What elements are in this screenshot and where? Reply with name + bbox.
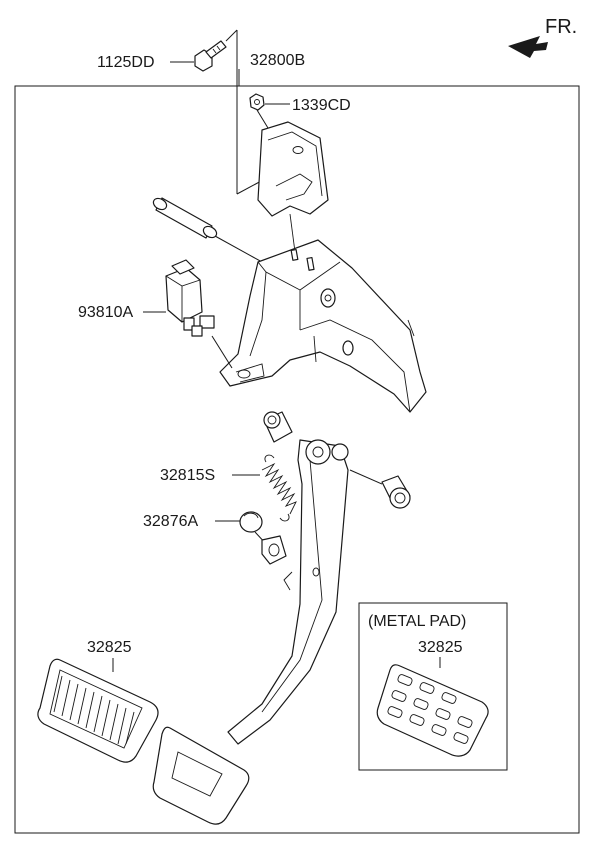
pedal-arm [227, 439, 349, 745]
label-1125dd: 1125DD [97, 54, 155, 71]
front-label: FR. [545, 16, 577, 38]
callout-32876a: 32876A [143, 511, 287, 565]
stopper-holder-icon [261, 535, 287, 565]
label-93810a: 93810A [78, 304, 133, 321]
label-1339cd: 1339CD [292, 97, 351, 114]
callout-1339cd: 1339CD [249, 93, 351, 129]
front-direction-indicator: FR. [508, 16, 577, 58]
bushing-right [349, 469, 411, 509]
stop-lamp-switch-icon [165, 259, 215, 337]
bushing-left [263, 411, 293, 443]
metal-pad-title: (METAL PAD) [368, 613, 466, 630]
stopper-icon [239, 511, 263, 533]
metal-pedal-pad-icon [376, 664, 489, 757]
callout-93810a: 93810A [78, 259, 215, 337]
upper-bracket [257, 121, 329, 253]
metal-pad-frame [358, 602, 508, 771]
callout-32800b: 32800B [238, 52, 305, 86]
rubber-pedal-pad-icon [37, 658, 159, 763]
assembly-frame [14, 85, 580, 834]
return-spring-icon [261, 454, 297, 522]
label-32876a: 32876A [143, 513, 198, 530]
callout-32825: 32825 [37, 639, 159, 763]
pedal-bracket [211, 239, 427, 413]
front-arrow-icon [508, 36, 548, 58]
label-32825-metal: 32825 [418, 639, 463, 656]
pedal-foot-plate [152, 726, 250, 825]
label-32800b: 32800B [250, 52, 305, 69]
label-32815s: 32815S [160, 467, 215, 484]
bolt-icon [194, 40, 227, 72]
metal-pad-box: (METAL PAD) 32825 [358, 602, 508, 771]
label-32825: 32825 [87, 639, 132, 656]
callout-32815s: 32815S [160, 454, 297, 522]
nut-icon [249, 93, 265, 111]
pivot-pin [152, 197, 263, 263]
